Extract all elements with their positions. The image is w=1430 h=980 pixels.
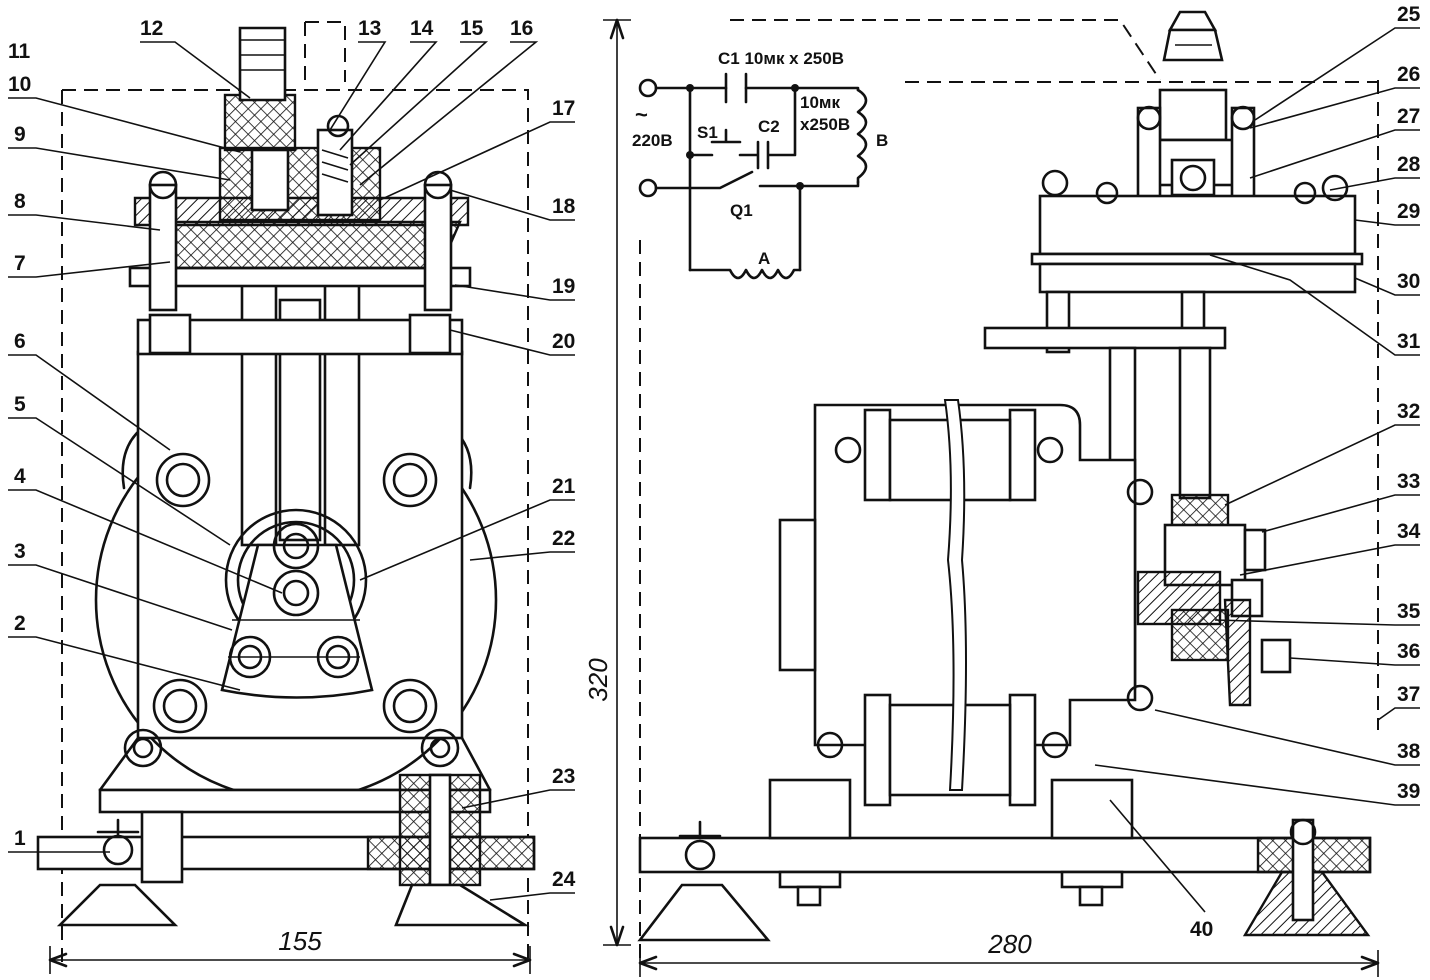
callout-34: 34: [1397, 520, 1421, 543]
callout-10: 10: [8, 73, 31, 96]
callout-19: 19: [552, 275, 575, 298]
front-view: 155: [36, 21, 536, 974]
callout-13: 13: [358, 17, 381, 40]
side-base-board: [638, 836, 1372, 874]
dim-320: 320: [583, 658, 613, 702]
front-hose-stub-dashed: [304, 21, 346, 82]
label-c2: C2: [758, 117, 780, 136]
callout-30: 30: [1397, 270, 1420, 293]
terminal-2: [638, 178, 658, 198]
side-foot-left: [637, 883, 771, 942]
callout-labels: 1 2 3 4 5 6 7 8 9 10 11 12 13 14 15 16 1…: [8, 3, 1421, 941]
callout-12: 12: [140, 17, 163, 40]
callout-21: 21: [552, 475, 576, 498]
callout-24: 24: [552, 868, 576, 891]
label-tilde: ~: [635, 102, 648, 127]
callout-37: 37: [1397, 683, 1420, 706]
callout-17: 17: [552, 97, 575, 120]
callout-2: 2: [14, 612, 26, 635]
side-housing-outline: [639, 19, 1379, 965]
callout-14: 14: [410, 17, 434, 40]
callout-5: 5: [14, 393, 26, 416]
callout-11: 11: [8, 40, 31, 63]
callout-16: 16: [510, 17, 533, 40]
callout-28: 28: [1397, 153, 1421, 176]
stator-bolts: [152, 452, 438, 734]
callout-29: 29: [1397, 200, 1420, 223]
callout-27: 27: [1397, 105, 1420, 128]
label-coil-a: A: [758, 249, 770, 268]
callout-39: 39: [1397, 780, 1420, 803]
callout-8: 8: [14, 190, 26, 213]
callout-15: 15: [460, 17, 484, 40]
valve-body: [218, 146, 382, 222]
callout-1: 1: [14, 827, 26, 850]
label-voltage: 220В: [632, 131, 673, 150]
front-housing-outline: [61, 89, 529, 965]
label-s1: S1: [697, 123, 718, 142]
label-c1: C1 10мк х 250В: [718, 49, 844, 68]
diaphragm: [148, 220, 462, 270]
front-foot-right: [394, 883, 530, 927]
label-q1: Q1: [730, 201, 753, 220]
capacitor-c2: [738, 86, 797, 170]
label-c2-value-1: 10мк: [800, 93, 840, 112]
switch-s1: [688, 128, 742, 157]
callout-6: 6: [14, 330, 26, 353]
callout-36: 36: [1397, 640, 1420, 663]
circuit-schematic: C1 10мк х 250В C2 10мк х250В ~ 220В S1 Q…: [632, 49, 888, 280]
push-rod: [1178, 346, 1212, 500]
capacitor-c1: [724, 72, 748, 104]
callout-25: 25: [1397, 3, 1421, 26]
dim-280: 280: [987, 929, 1032, 959]
callout-33: 33: [1397, 470, 1420, 493]
leader-lines: [8, 27, 1420, 913]
callout-22: 22: [552, 527, 575, 550]
callout-18: 18: [552, 195, 576, 218]
callout-38: 38: [1397, 740, 1421, 763]
callout-26: 26: [1397, 63, 1420, 86]
side-view: 320: [583, 10, 1380, 977]
callout-7: 7: [14, 252, 26, 275]
terminal-1: [638, 78, 658, 98]
dim-155: 155: [278, 926, 322, 956]
front-foot-left: [56, 883, 179, 927]
callout-20: 20: [552, 330, 575, 353]
coil-a: [688, 268, 802, 280]
label-c2-value-2: х250В: [800, 115, 850, 134]
coil-b: [856, 88, 868, 184]
callout-32: 32: [1397, 400, 1420, 423]
front-nozzle: [238, 26, 287, 102]
callout-23: 23: [552, 765, 575, 788]
callout-40: 40: [1190, 918, 1213, 941]
crossbar: [983, 326, 1227, 350]
callout-31: 31: [1397, 330, 1421, 353]
pump-head: [1038, 194, 1357, 256]
callout-3: 3: [14, 540, 26, 563]
callout-9: 9: [14, 123, 26, 146]
breaker-q1: [654, 170, 802, 272]
callout-35: 35: [1397, 600, 1421, 623]
callout-4: 4: [14, 465, 26, 488]
label-coil-b: B: [876, 131, 888, 150]
